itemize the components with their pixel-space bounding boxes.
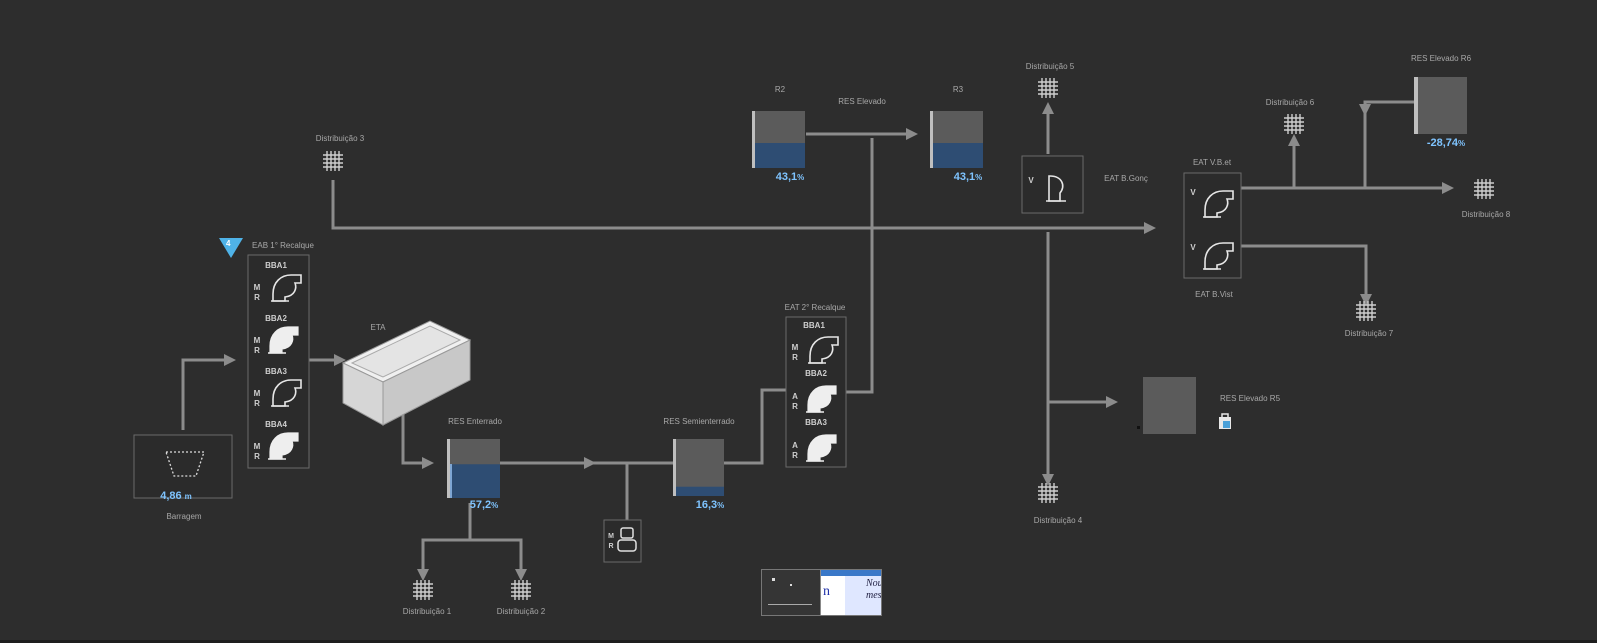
- res-enterrado-value: 57,2%: [469, 499, 499, 511]
- res-enterrado-label: RES Enterrado: [448, 417, 502, 426]
- eta-block[interactable]: [341, 320, 472, 426]
- vbet-pump2-mode: V: [1190, 243, 1196, 252]
- distribution-7-label: Distribuição 7: [1344, 329, 1394, 338]
- res-r5-label: RES Elevado R5: [1219, 394, 1281, 403]
- distribution-5-icon[interactable]: [1037, 77, 1059, 99]
- eat2-bba1-state: R: [792, 353, 798, 362]
- eat2-bba1-mode: M: [791, 343, 799, 352]
- eab1-bba1-state: R: [254, 293, 260, 302]
- bottom-border: [0, 640, 1597, 643]
- eat2-label: EAT 2° Recalque: [784, 303, 846, 312]
- eat-bgonc-label: EAT B.Gonç: [1104, 174, 1148, 183]
- thumbnail-text-1: Nou: [866, 578, 881, 589]
- eat2-bba1-label: BBA1: [803, 321, 825, 330]
- alarm-count: 4: [226, 239, 231, 248]
- eta-label: ETA: [370, 323, 386, 332]
- tank-res-semienterrado[interactable]: [673, 439, 724, 496]
- distribution-2-label: Distribuição 2: [496, 607, 546, 616]
- vbet-pump1-mode: V: [1190, 188, 1196, 197]
- eab1-bba1-label: BBA1: [265, 261, 287, 270]
- r2-label: R2: [774, 85, 786, 94]
- r3-value: 43,1%: [953, 171, 983, 183]
- res-semienterrado-label: RES Semienterrado: [663, 417, 735, 426]
- eab1-label: EAB 1° Recalque: [252, 241, 314, 250]
- eab1-bba1-mode: M: [253, 283, 261, 292]
- distribution-4-label: Distribuição 4: [1033, 516, 1083, 525]
- eab1-bba4-label: BBA4: [265, 420, 287, 429]
- distribution-8-label: Distribuição 8: [1461, 210, 1511, 219]
- distribution-1-label: Distribuição 1: [402, 607, 452, 616]
- eat2-bba3-label: BBA3: [805, 418, 827, 427]
- eab1-bba3-mode: M: [253, 389, 261, 398]
- eat2-bba2-mode: A: [792, 392, 798, 401]
- eab1-bba3-label: BBA3: [265, 367, 287, 376]
- dam-level-icon: [165, 451, 205, 477]
- dam-panel[interactable]: [133, 434, 233, 499]
- res-r6-value: -28,74%: [1426, 137, 1466, 149]
- thumbnail-text-2: mes: [866, 590, 881, 601]
- eat2-bba3-mode: A: [792, 441, 798, 450]
- distribution-2-icon[interactable]: [510, 579, 532, 601]
- eab1-bba3-state: R: [254, 399, 260, 408]
- valve-mode: M: [608, 533, 614, 540]
- dam-label: Barragem: [166, 512, 202, 521]
- distribution-6-label: Distribuição 6: [1265, 98, 1315, 107]
- thumbnail-preview-left: [762, 570, 821, 615]
- eat2-bba3-state: R: [792, 451, 798, 460]
- alarm-badge[interactable]: [219, 238, 243, 258]
- pump-bgonc-icon[interactable]: [1046, 172, 1066, 202]
- distribution-3-label: Distribuição 3: [315, 134, 365, 143]
- dam-value: 4,86 m: [160, 490, 192, 502]
- distribution-1-icon[interactable]: [412, 579, 434, 601]
- eat2-bba2-label: BBA2: [805, 369, 827, 378]
- tank-r6[interactable]: [1414, 77, 1467, 134]
- valve-icon: [620, 527, 634, 539]
- distribution-5-label: Distribuição 5: [1025, 62, 1075, 71]
- eat2-bba2-state: R: [792, 402, 798, 411]
- bgonc-mode: V: [1028, 176, 1034, 185]
- eab1-bba2-mode: M: [253, 336, 261, 345]
- distribution-7-icon[interactable]: [1355, 300, 1377, 322]
- pipes: [181, 100, 1454, 581]
- eat-bgonc-panel: [1021, 155, 1084, 214]
- window-thumbnail[interactable]: n Nou mes: [761, 569, 882, 616]
- r5-lock-icon[interactable]: [1219, 413, 1231, 429]
- eab1-bba2-state: R: [254, 346, 260, 355]
- tank-r5[interactable]: [1137, 377, 1196, 434]
- r3-label: R3: [952, 85, 964, 94]
- distribution-3-icon[interactable]: [322, 150, 344, 172]
- eat-bvist-label: EAT B.Vist: [1195, 290, 1233, 299]
- res-elevado-label: RES Elevado: [838, 97, 886, 106]
- tank-res-enterrado[interactable]: [447, 439, 500, 498]
- distribution-6-icon[interactable]: [1283, 113, 1305, 135]
- valve-mr[interactable]: [603, 519, 642, 563]
- eab1-bba2-label: BBA2: [265, 314, 287, 323]
- distribution-4-icon[interactable]: [1037, 482, 1059, 504]
- res-r6-label: RES Elevado R6: [1410, 54, 1472, 63]
- thumbnail-preview-right: n Nou mes: [821, 570, 881, 615]
- eab1-bba4-state: R: [254, 452, 260, 461]
- valve-state: R: [608, 543, 614, 550]
- tank-r3[interactable]: [930, 111, 983, 168]
- tank-r2[interactable]: [752, 111, 805, 168]
- eab1-panel: [247, 254, 310, 469]
- distribution-8-icon[interactable]: [1473, 178, 1495, 200]
- eab1-bba4-mode: M: [253, 442, 261, 451]
- res-semienterrado-value: 16,3%: [695, 499, 725, 511]
- r2-value: 43,1%: [775, 171, 805, 183]
- eat-vbet-label: EAT V.B.et: [1192, 158, 1232, 167]
